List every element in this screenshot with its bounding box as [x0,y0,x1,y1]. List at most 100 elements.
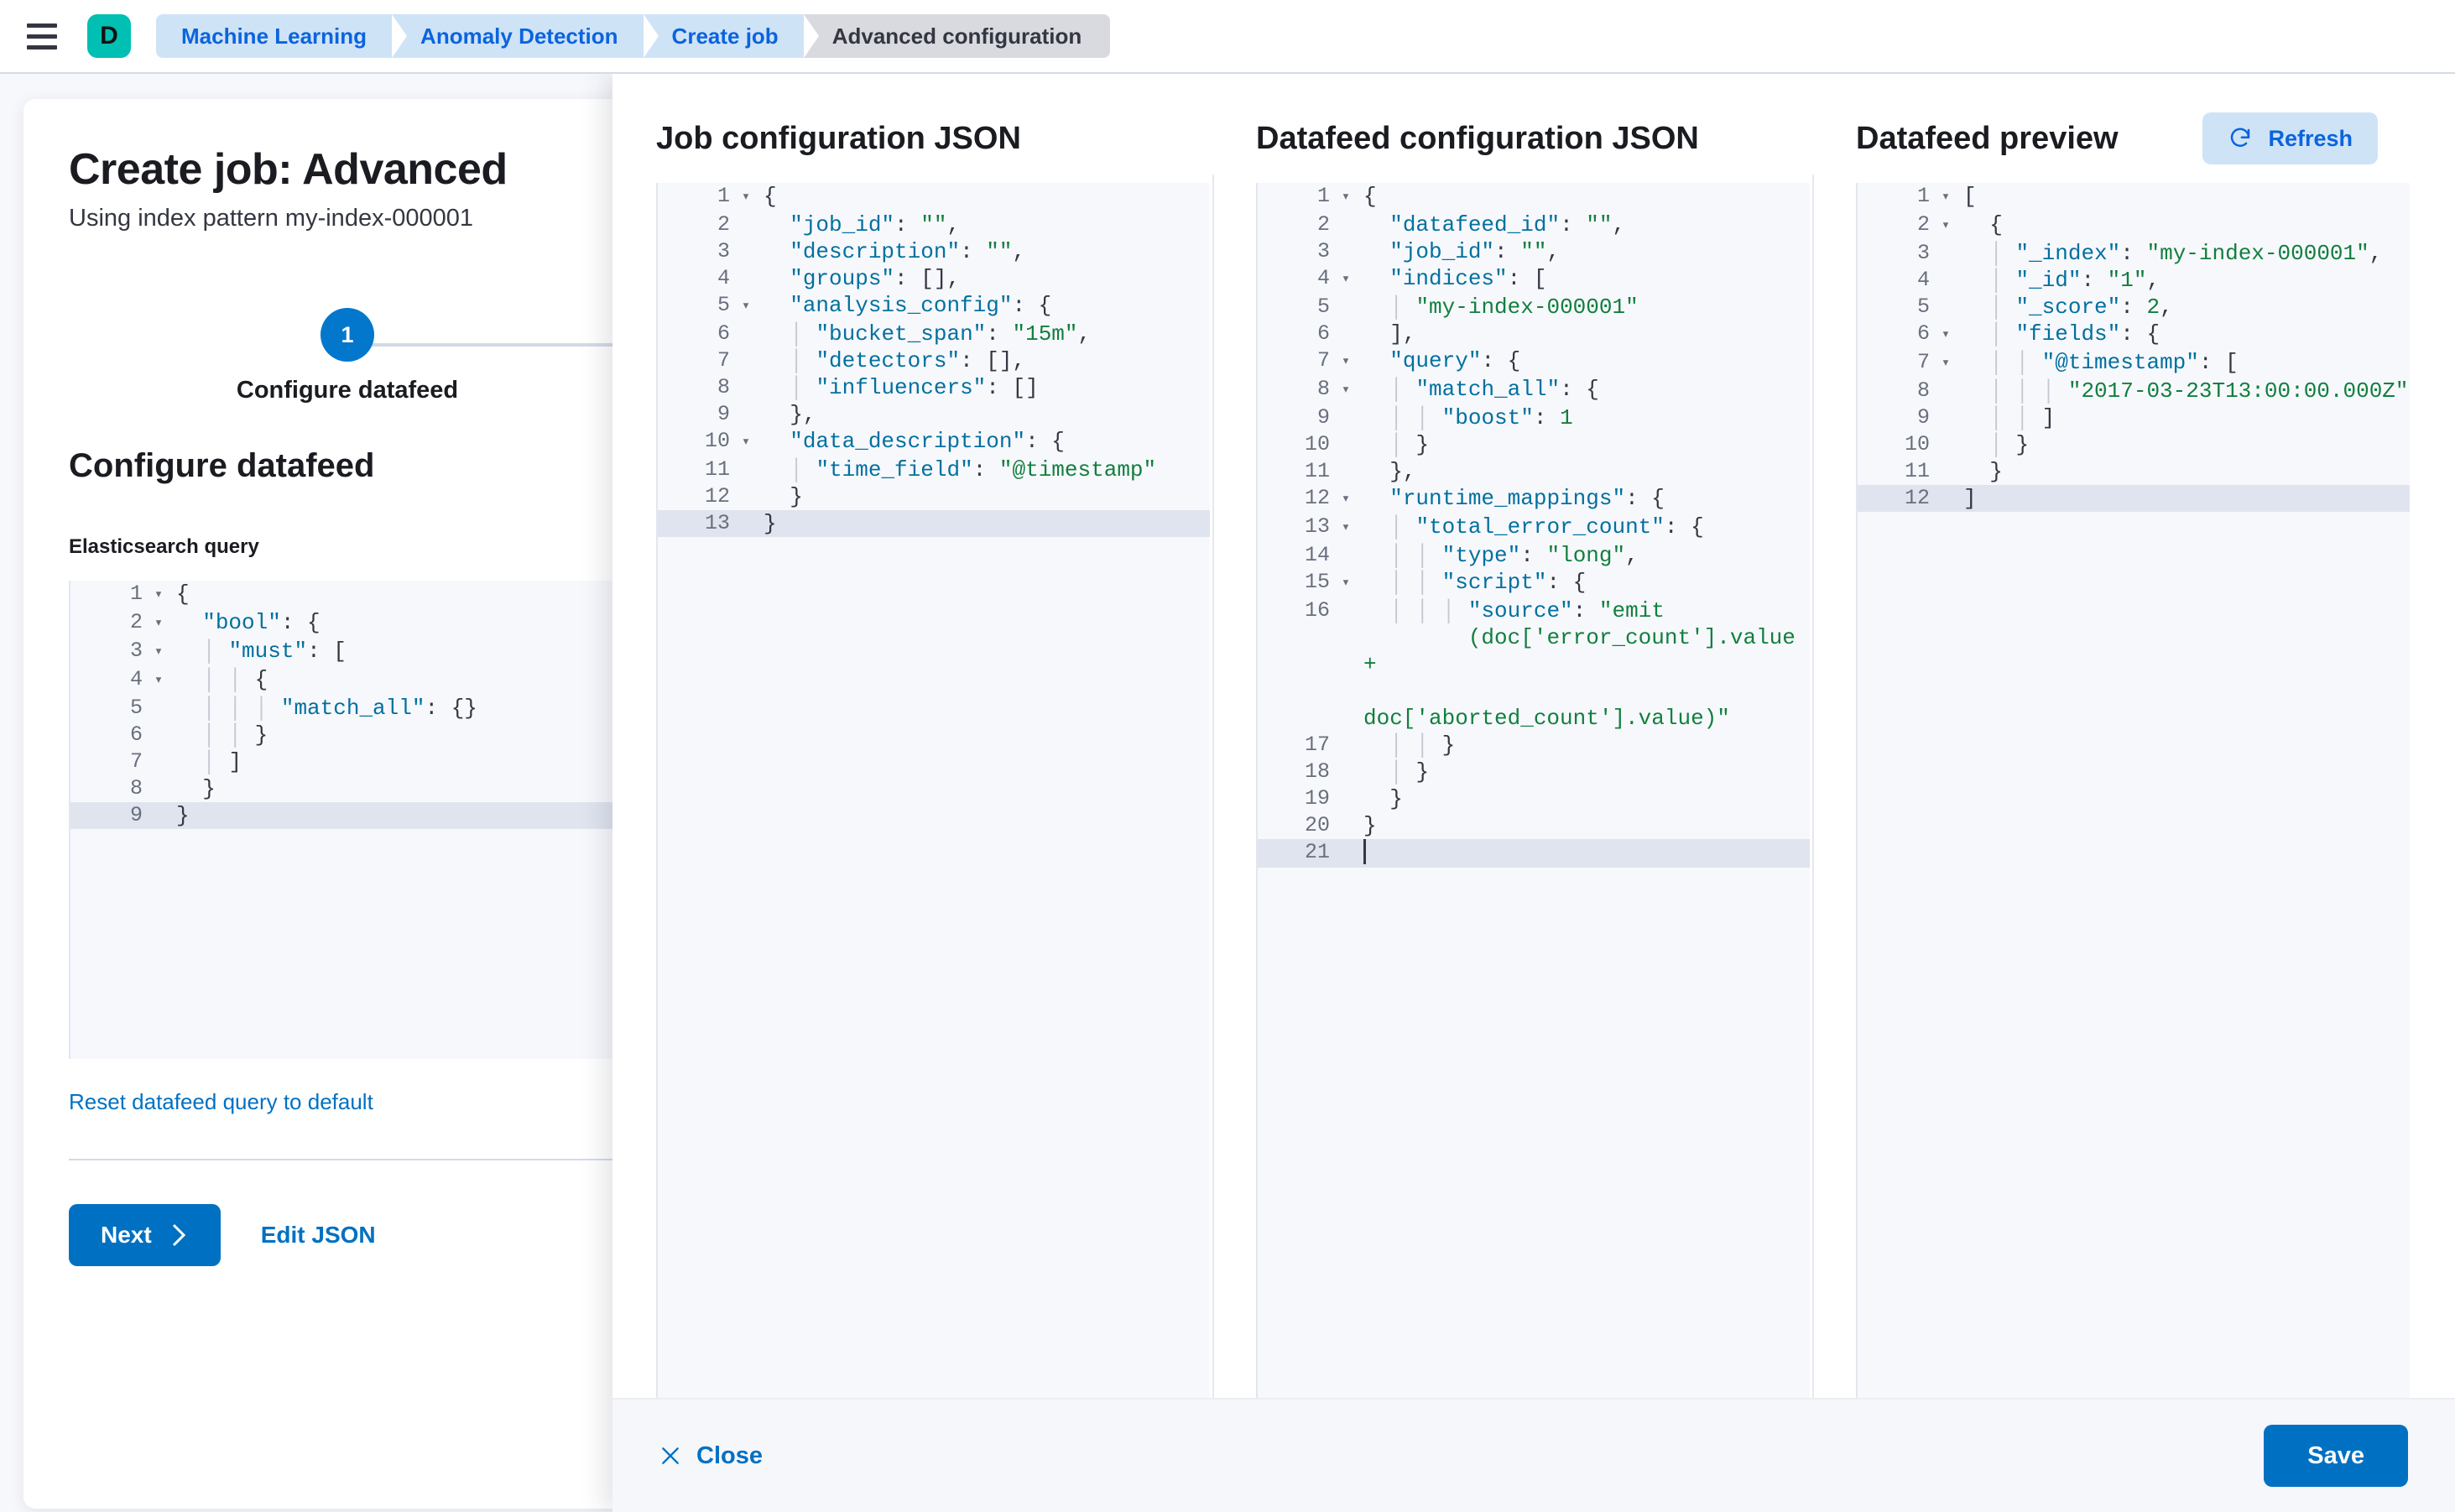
breadcrumb-item[interactable]: Anomaly Detection [392,14,658,58]
breadcrumb-item[interactable]: Create job [643,14,818,58]
code-line[interactable]: 15▾ │ │ "script": { [1258,569,1810,597]
fold-toggle-icon[interactable]: ▾ [154,587,164,603]
code-line[interactable]: 8 } [70,775,916,802]
code-line[interactable]: 8 │ "influencers": [] [658,374,1210,401]
line-number: 10 [1904,432,1930,456]
code-line[interactable]: 17 │ │ } [1258,732,1810,759]
token-key: "time_field" [816,457,973,482]
code-line[interactable]: 8▾ │ "match_all": { [1258,376,1810,404]
code-line[interactable]: 11 }, [1258,458,1810,485]
code-line[interactable]: 18 │ } [1258,759,1810,785]
code-line[interactable]: 19 } [1258,785,1810,812]
code-line[interactable]: 9 │ │ "boost": 1 [1258,404,1810,431]
code-line[interactable]: 1▾[ [1858,183,2410,211]
fold-toggle-icon[interactable]: ▾ [154,644,164,660]
datafeed-preview-json-editor[interactable]: 1▾[2▾ {3 │ "_index": "my-index-000001",4… [1856,183,2410,1398]
fold-spacer [1335,839,1357,841]
fold-toggle-icon[interactable]: ▾ [1941,218,1951,234]
fold-toggle-icon[interactable]: ▾ [1941,356,1951,372]
code-line[interactable]: 10▾ "data_description": { [658,428,1210,456]
code-line[interactable]: 14 │ │ "type": "long", [1258,542,1810,569]
code-line[interactable]: 7 │ ] [70,748,916,775]
fold-toggle-icon[interactable]: ▾ [741,299,751,315]
fold-toggle-icon[interactable]: ▾ [741,190,751,206]
code-text: │ │ │ "source": "emit (doc['error_count'… [1357,597,1810,732]
token-key: "influencers" [816,375,987,400]
line-number: 8 [1916,378,1930,403]
code-line[interactable]: 3 "description": "", [658,238,1210,265]
code-line[interactable]: 6 ], [1258,321,1810,347]
code-line[interactable]: 10 │ } [1858,431,2410,458]
code-line[interactable]: 11 } [1858,458,2410,485]
fold-toggle-icon[interactable]: ▾ [1341,190,1351,206]
code-text: { [757,183,1210,210]
code-line[interactable]: 12] [1858,485,2410,512]
next-button[interactable]: Next [69,1204,221,1266]
code-line[interactable]: 16 │ │ │ "source": "emit (doc['error_cou… [1258,597,1810,732]
code-line[interactable]: 3 "job_id": "", [1258,238,1810,265]
code-line[interactable]: 12 } [658,483,1210,510]
code-line[interactable]: 3▾ │ "must": [ [70,638,916,666]
code-line[interactable]: 4▾ │ │ { [70,666,916,695]
code-line[interactable]: 9 }, [658,401,1210,428]
code-line[interactable]: 5 │ "_score": 2, [1858,294,2410,321]
line-number: 4 [129,667,143,691]
save-button[interactable]: Save [2264,1425,2408,1487]
hamburger-menu-icon[interactable] [27,18,64,55]
code-line[interactable]: 10 │ } [1258,431,1810,458]
code-line[interactable]: 6 │ "bucket_span": "15m", [658,321,1210,347]
code-line[interactable]: 5 │ │ │ "match_all": {} [70,695,916,722]
code-line[interactable]: 20} [1258,812,1810,839]
code-line[interactable]: 13▾ │ "total_error_count": { [1258,514,1810,542]
code-line[interactable]: 4 │ "_id": "1", [1858,267,2410,294]
code-line[interactable]: 3 │ "_index": "my-index-000001", [1858,240,2410,267]
fold-toggle-icon[interactable]: ▾ [741,435,751,451]
breadcrumb-item[interactable]: Machine Learning [156,14,407,58]
refresh-button[interactable]: Refresh [2202,112,2378,164]
code-text: }, [757,401,1210,428]
close-button[interactable]: Close [659,1442,763,1470]
code-line[interactable]: 1▾{ [1258,183,1810,211]
code-line[interactable]: 1▾{ [70,581,916,609]
line-number: 8 [717,375,730,399]
code-line[interactable]: 4▾ "indices": [ [1258,265,1810,294]
stepper-step-1-label: Configure datafeed [236,377,459,404]
edit-json-button[interactable]: Edit JSON [260,1222,376,1248]
app-logo[interactable]: D [87,14,131,58]
datafeed-configuration-json-editor[interactable]: 1▾{2 "datafeed_id": "",3 "job_id": "",4▾… [1256,183,1810,1398]
stepper-step-1[interactable]: 1 [321,308,374,362]
code-line[interactable]: 7 │ "detectors": [], [658,347,1210,374]
code-line[interactable]: 6▾ │ "fields": { [1858,321,2410,349]
fold-toggle-icon[interactable]: ▾ [1341,520,1351,536]
fold-toggle-icon[interactable]: ▾ [1341,492,1351,508]
fold-toggle-icon[interactable]: ▾ [1941,190,1951,206]
code-line[interactable]: 5▾ "analysis_config": { [658,292,1210,321]
code-line[interactable]: 1▾{ [658,183,1210,211]
fold-toggle-icon[interactable]: ▾ [1341,272,1351,288]
fold-toggle-icon[interactable]: ▾ [1341,354,1351,370]
code-text: │ "must": [ [169,638,916,665]
code-line[interactable]: 8 │ │ │ "2017-03-23T13:00:00.000Z" [1858,378,2410,404]
code-line[interactable]: 13} [658,510,1210,537]
code-line[interactable]: 9 │ │ ] [1858,404,2410,431]
code-line[interactable]: 2▾ "bool": { [70,609,916,638]
code-line[interactable]: 5 │ "my-index-000001" [1258,294,1810,321]
code-line[interactable]: 2 "job_id": "", [658,211,1210,238]
code-line[interactable]: 6 │ │ } [70,722,916,748]
code-line[interactable]: 2 "datafeed_id": "", [1258,211,1810,238]
code-line[interactable]: 4 "groups": [], [658,265,1210,292]
job-configuration-json-editor[interactable]: 1▾{2 "job_id": "",3 "description": "",4 … [656,183,1210,1398]
code-line[interactable]: 2▾ { [1858,211,2410,240]
fold-toggle-icon[interactable]: ▾ [1341,576,1351,592]
fold-toggle-icon[interactable]: ▾ [154,616,164,632]
code-line[interactable]: 12▾ "runtime_mappings": { [1258,485,1810,514]
code-line[interactable]: 11 │ "time_field": "@timestamp" [658,456,1210,483]
code-line[interactable]: 7▾ │ │ "@timestamp": [ [1858,349,2410,378]
fold-toggle-icon[interactable]: ▾ [1341,383,1351,399]
reset-datafeed-query-link[interactable]: Reset datafeed query to default [69,1089,373,1114]
fold-toggle-icon[interactable]: ▾ [154,673,164,689]
code-line[interactable]: 21 [1258,839,1810,868]
token-pun: } [176,776,216,801]
code-line[interactable]: 7▾ "query": { [1258,347,1810,376]
fold-toggle-icon[interactable]: ▾ [1941,327,1951,343]
